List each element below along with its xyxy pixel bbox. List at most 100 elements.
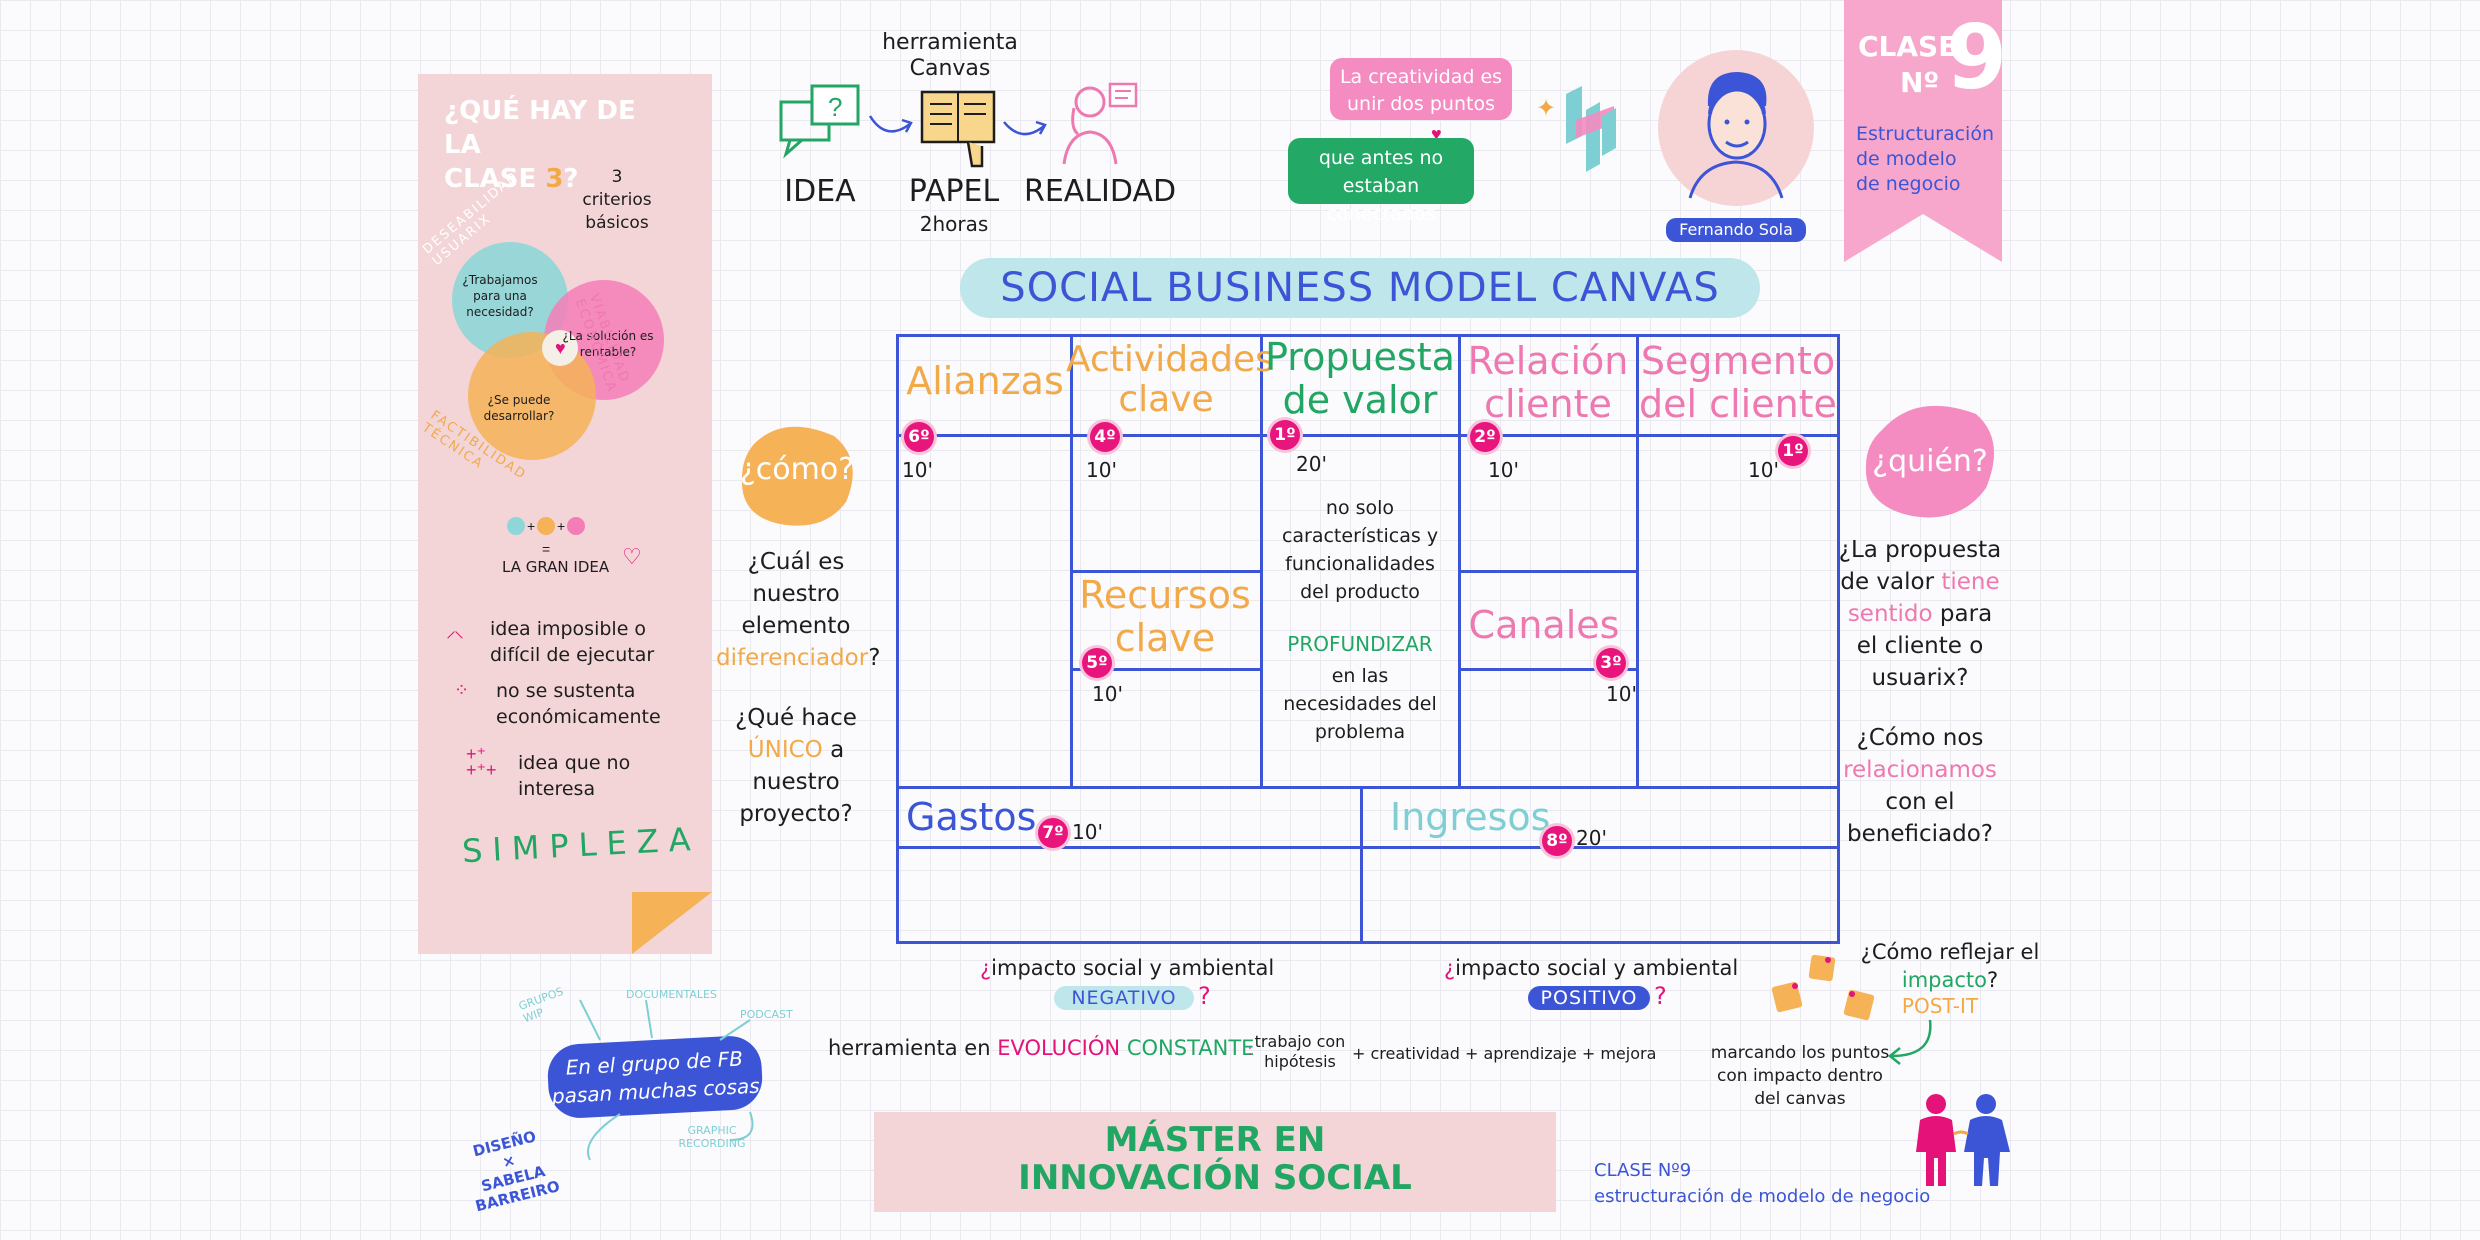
svg-text:+: + [527,518,535,534]
svg-text:=: = [542,541,550,557]
impact-negative-text: impacto social y ambiental [991,956,1275,980]
grid-line [1458,570,1636,573]
postit-label: POST-IT [1901,994,1979,1018]
word-impacto: impacto [1901,968,1987,992]
word-unico: ÚNICO [747,737,823,763]
word-sentido: sentido [1847,601,1933,627]
formula-aprendizaje: aprendizaje [1483,1044,1577,1063]
grid-line [1260,334,1263,786]
cell-relacion-title: Relación cliente [1467,339,1629,426]
step-idea: IDEA [784,174,856,209]
time-gastos: 10' [1072,820,1103,844]
arrow-icon [1003,120,1047,136]
question-sentido: ¿La propuesta de valor tiene sentido par… [1830,534,2010,694]
postit-icon [1771,954,1875,1021]
time-recursos: 10' [1092,682,1123,706]
grid-line [896,434,1840,437]
list-item: idea que no interesa [518,752,631,800]
quote-bottom-bubble: que antes no estaban conectados [1288,138,1474,225]
gran-idea-equation: + + = [507,517,585,557]
grid-line [1070,668,1260,671]
formula-hipotesis: trabajo con hipótesis [1254,1032,1346,1071]
cell-recursos-title: Recursos clave [1079,573,1251,660]
time-segmento: 10' [1748,458,1779,482]
arrow-icon [868,115,913,133]
question-relacionamos-a: ¿Cómo nos [1856,725,1984,751]
venn-q3: ¿Se puede desarrollar? [483,393,555,423]
fb-branches [579,999,754,1160]
impact-positive-tag: POSITIVO [1528,986,1650,1010]
paper-time: 2horas [919,212,989,236]
gran-idea-label: LA GRAN IDEA [502,558,610,576]
order-badge-canales: 3º [1596,648,1626,678]
propuesta-note: no solo características y funcionalidade… [1281,497,1439,603]
question-unico-a: ¿Qué hace [735,705,857,731]
people-icon [1916,1094,2010,1186]
order-badge-alianzas: 6º [904,422,934,452]
venn-q1: ¿Trabajamos para una necesidad? [462,273,538,319]
cell-propuesta-title: Propuesta de valor [1265,335,1455,422]
question-relacionamos-c: con el beneficiado? [1847,789,1993,847]
grid-line [1070,334,1073,786]
time-alianzas: 10' [902,458,933,482]
paper-icon [920,90,996,168]
fb-podcast: PODCAST [740,1008,793,1021]
venn-diagram: ♥ [452,242,664,460]
list-item: no se sustenta económicamente [496,680,661,728]
recap-title-qmark: ? [563,164,579,194]
reflect-question-a: ¿Cómo reflejar el [1860,940,2040,964]
formula-rest: + creatividad + aprendizaje + mejora [1352,1044,1657,1063]
grid-line [1070,570,1260,573]
grid-line [1458,334,1461,786]
impact-negative-close-q: ? [1198,982,1211,1010]
como-blob [741,426,853,526]
recap-title-line1: ¿QUÉ HAY DE LA [444,96,636,160]
order-badge-actividades: 4º [1090,422,1120,452]
criteria-label: 3 criterios básicos [582,167,652,233]
impact-negative-tag: NEGATIVO [1054,986,1194,1010]
plus-cluster-icon: +⁺+⁺+ [466,744,497,780]
heart-outline-icon: ♡ [622,544,642,569]
reflect-question-qmark: ? [1986,968,1999,992]
word-evolucion: EVOLUCIÓN [997,1036,1121,1060]
quien-blob [1865,405,1994,518]
step-papel: PAPEL [908,174,1000,209]
formula-creatividad: creatividad [1370,1044,1460,1063]
question-diferenciador: ¿Cuál es nuestro elemento diferenciador? [716,546,880,674]
time-ingresos: 20' [1576,826,1607,850]
order-badge-propuesta: 1º [1270,420,1300,450]
time-actividades: 10' [1086,458,1117,482]
master-panel [874,1112,1556,1212]
word-constante: CONSTANTE [1126,1036,1255,1060]
cell-actividades-title: Actividades clave [1066,339,1274,421]
impact-positive-text: impacto social y ambiental [1455,956,1739,980]
design-credit: DISEÑO × SABELA BARREIRO [471,1127,562,1216]
profundizar-note: en las necesidades del problema [1283,665,1437,743]
impact-positive-close-q: ? [1654,982,1667,1010]
reflect-question: ¿Cómo reflejar el impacto? [1860,938,2040,994]
recap-title-clase: CLASE [444,164,546,194]
class3-recap-panel [418,74,712,954]
question-diferenciador-a: ¿Cuál es nuestro elemento [741,549,851,639]
tool-label: herramienta Canvas [882,30,1018,81]
grid-line [1636,334,1639,786]
master-line2: INNOVACIÓN SOCIAL [1018,1158,1412,1198]
time-propuesta: 20' [1296,452,1327,476]
list-item: idea imposible o difícil de ejecutar [490,618,655,666]
fb-documentales: DOCUMENTALES [626,988,717,1001]
clase-no: Nº [1900,66,1940,99]
svg-text:?: ? [828,92,842,122]
footer-subtitle: estructuración de modelo de negocio [1594,1186,1931,1207]
master-line1: MÁSTER EN [1104,1120,1326,1160]
question-sentido-a: ¿La propuesta de valor tiene [1830,534,2010,598]
step-realidad: REALIDAD [1024,174,1177,209]
question-unico-c: a [822,737,845,763]
person-icon [1062,82,1138,165]
business-model-canvas [896,334,1840,944]
clase-subtitle: Estructuración de modelo de negocio [1856,123,1994,195]
profundizar-label: PROFUNDIZAR [1287,632,1433,656]
footer-clase: CLASE Nº9 [1594,1160,1692,1181]
order-badge-segmento: 1º [1778,436,1808,466]
impact-positive-open-q: ¿ [1444,956,1456,980]
order-badge-recursos: 5º [1082,648,1112,678]
